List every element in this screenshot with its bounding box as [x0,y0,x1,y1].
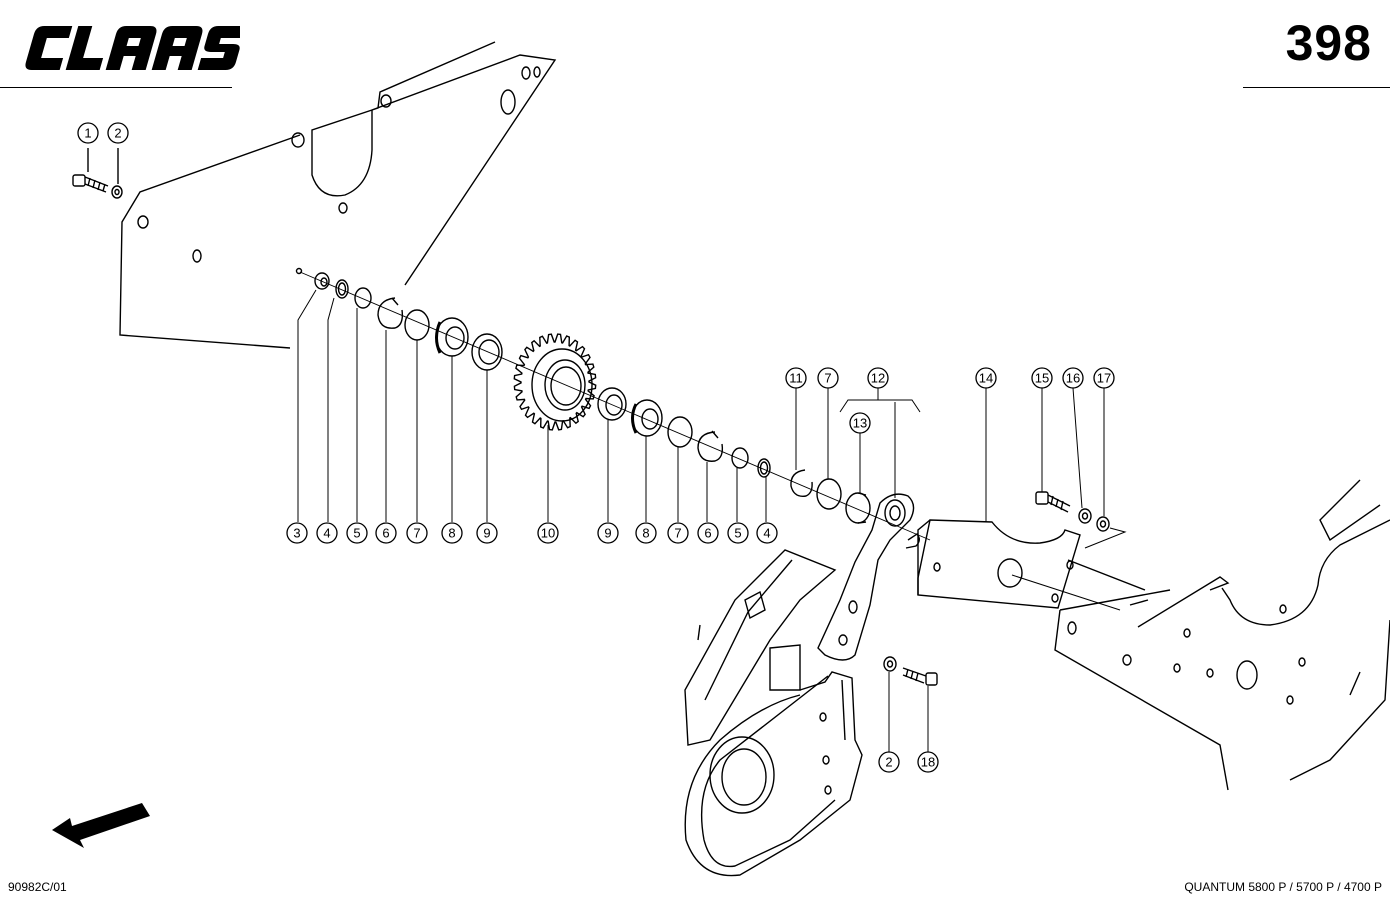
callout-label: 13 [853,416,867,431]
callout-circle [286,522,308,544]
callout-circle [975,367,997,389]
callout-circle [476,522,498,544]
bolt-18 [902,667,938,686]
callout-circle [867,367,889,389]
callout-circle [107,122,129,144]
washer-16 [1078,508,1092,524]
callout-label: 8 [448,526,455,541]
callout-label: 18 [921,755,935,770]
ring-7c [816,478,842,510]
callout-label: 7 [824,371,831,386]
bracket-14 [917,519,1081,609]
callout-circle [537,522,559,544]
claas-logo [25,26,240,70]
callout-label: 10 [541,526,555,541]
callout-label: 8 [642,526,649,541]
header-rule-left [0,87,232,88]
callout-label: 3 [293,526,300,541]
callout-label: 4 [323,526,330,541]
callout-label: 7 [413,526,420,541]
frame-hole [137,215,149,229]
callout-circle [727,522,749,544]
callout-circle [756,522,778,544]
frame-hole [533,66,541,78]
washer-17 [1096,516,1110,532]
frame-hole [380,94,392,108]
direction-arrow [52,803,150,848]
bolt-top-left [72,174,109,193]
callout-label: 17 [1097,371,1111,386]
callout-label: 7 [674,526,681,541]
callout-label: 5 [734,526,741,541]
left-frame-plate [119,41,557,349]
callout-label: 2 [114,126,121,141]
callout-circle [316,522,338,544]
callout-label: 4 [763,526,770,541]
shaft-axis-line [299,271,931,541]
callout-circle [375,522,397,544]
callout-circle [635,522,657,544]
callout-circle [1031,367,1053,389]
callout-circle [77,122,99,144]
callout-label: 5 [353,526,360,541]
callout-label: 11 [789,371,803,386]
callout-circle [878,751,900,773]
bearing-8b [631,399,663,437]
frame-hole [291,132,305,148]
callout-label: 15 [1035,371,1049,386]
ring-7b [667,416,693,448]
washer-5b [731,447,749,469]
callout-label: 6 [704,526,711,541]
callout-circle [441,522,463,544]
callout-label: 9 [604,526,611,541]
frame-hole [521,66,531,80]
frame-hole [338,202,348,214]
callout-circle [667,522,689,544]
callout-circle [1062,367,1084,389]
washer-top-left [111,185,123,199]
ring-4b [757,458,771,478]
callout-circle [406,522,428,544]
drawing-code: 90982C/01 [8,880,67,894]
callout-label: 9 [483,526,490,541]
callout-label: 12 [871,371,885,386]
callout-circle [849,412,871,434]
callout-circle [917,751,939,773]
callout-label: 6 [382,526,389,541]
ring-4 [335,279,349,299]
drive-housing [684,549,863,877]
callout-label: 16 [1066,371,1080,386]
header-rule-right [1243,87,1390,88]
page-number: 398 [1285,15,1372,71]
sprocket-10 [513,333,597,431]
callout-label: 14 [979,371,993,386]
callout-circle [697,522,719,544]
circlip-11 [790,469,813,497]
callout-circle [1093,367,1115,389]
model-line: QUANTUM 5800 P / 5700 P / 4700 P [1184,880,1382,894]
leader-lines [297,289,1127,752]
frame-hole [500,89,516,115]
bolt-15 [1035,491,1071,513]
bushing-3 [314,272,330,290]
callout-circle [346,522,368,544]
callout-label: 2 [885,755,892,770]
callout-circle [817,367,839,389]
washer-5 [354,287,372,309]
circlip-6 [377,297,404,329]
tensioner-arm-12 [817,493,920,661]
circlip-6b [697,431,724,462]
callout-circle [597,522,619,544]
bushing-13 [845,492,871,524]
washer-bottom [883,656,897,672]
frame-hole [192,249,202,263]
right-frame [1054,479,1390,791]
callout-label: 1 [84,126,91,141]
spacer-9b [597,387,627,421]
callout-circle [785,367,807,389]
